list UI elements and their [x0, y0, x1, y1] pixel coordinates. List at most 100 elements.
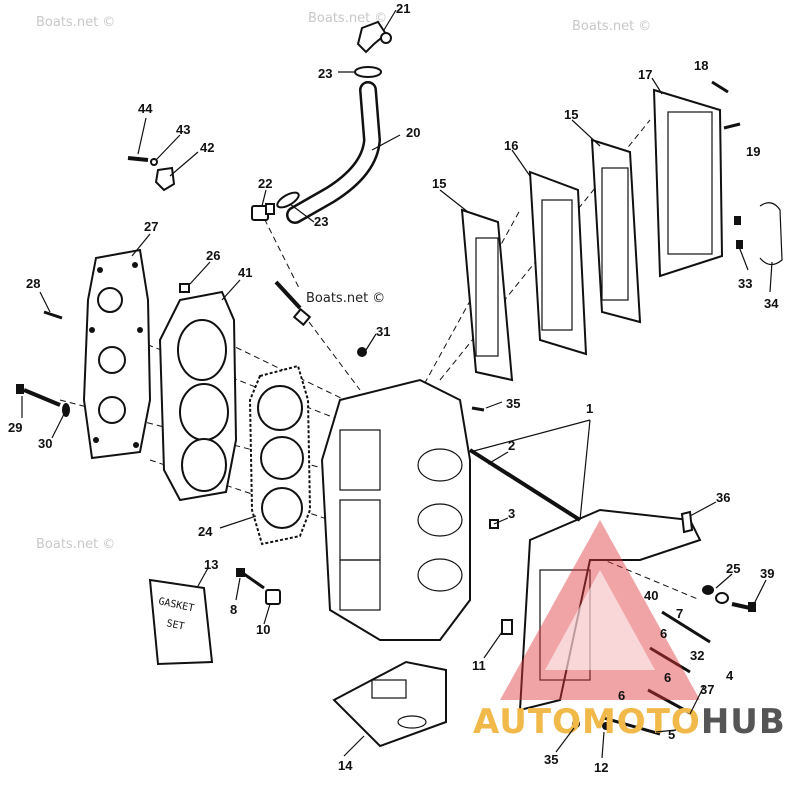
part-clip-33b	[736, 240, 743, 249]
callout-16: 16	[504, 138, 518, 153]
part-washer-25b	[715, 592, 729, 604]
callout-40: 40	[644, 588, 658, 603]
callout-7: 7	[676, 606, 683, 621]
part-bracket-34	[759, 202, 783, 266]
part-reed-spacer-16	[528, 170, 588, 356]
callout-33: 33	[738, 276, 752, 291]
part-reed-plate-15a	[460, 208, 514, 382]
part-screw-18	[711, 80, 729, 94]
part-washer-30	[62, 403, 70, 417]
part-screw-35b	[572, 720, 580, 728]
part-screw-12	[602, 722, 610, 730]
part-screw-19	[723, 122, 741, 130]
part-clip-33a	[734, 216, 741, 225]
callout-34: 34	[764, 296, 779, 311]
part-bottom-plate-14	[332, 660, 447, 748]
part-stud-2	[468, 448, 582, 522]
callout-41: 41	[238, 265, 252, 280]
part-cylinder-block-1	[320, 378, 471, 641]
part-bracket-42	[154, 166, 176, 192]
callout-15-left: 15	[432, 176, 446, 191]
callout-3: 3	[508, 506, 515, 521]
part-sleeve-10	[265, 589, 281, 605]
part-clip-36	[680, 510, 694, 534]
part-cover-plate-27	[82, 248, 152, 460]
callout-15-right: 15	[564, 107, 578, 122]
part-dowel-11	[501, 619, 513, 635]
part-bolt-5	[603, 716, 661, 736]
callout-8: 8	[230, 602, 237, 617]
callout-20: 20	[406, 125, 420, 140]
callout-36: 36	[716, 490, 730, 505]
callout-43: 43	[176, 122, 190, 137]
callout-2: 2	[508, 438, 515, 453]
part-bolt-7	[661, 610, 711, 644]
part-plug-26	[179, 283, 190, 293]
watermark-bottom-left: Boats.net ©	[36, 537, 115, 552]
callout-31: 31	[376, 324, 390, 339]
part-bolt-29	[16, 384, 61, 407]
callout-11: 11	[472, 658, 486, 673]
part-screw-44	[127, 156, 149, 162]
callout-44: 44	[138, 101, 153, 116]
callout-24: 24	[198, 524, 213, 539]
part-bolt-8	[236, 568, 265, 590]
watermark-middle: Boats.net ©	[306, 291, 385, 306]
callout-35-bottom: 35	[544, 752, 558, 767]
callout-19: 19	[746, 144, 760, 159]
part-hose	[288, 83, 379, 222]
callout-5: 5	[668, 727, 675, 742]
callout-27: 27	[144, 219, 158, 234]
part-hose-clamp-top	[354, 66, 382, 78]
callout-labels: 21 23 20 44 43 42 22 23 16 15 17 18 19 1…	[8, 1, 779, 775]
callout-32: 32	[690, 648, 704, 663]
logo-text: AUTOMOTOHUB	[473, 702, 786, 742]
callout-42: 42	[200, 140, 214, 155]
logo-auto: AUTOMOTO	[473, 702, 701, 742]
logo-hub: HUB	[701, 702, 786, 742]
callout-17: 17	[638, 67, 652, 82]
callout-6-lower: 6	[618, 688, 625, 703]
callout-4: 4	[726, 668, 734, 683]
callout-30: 30	[38, 436, 52, 451]
part-washer-43	[150, 158, 158, 166]
part-washer-25a	[702, 585, 714, 595]
callout-23-top: 23	[318, 66, 332, 81]
callout-26: 26	[206, 248, 220, 263]
part-screw-31	[357, 347, 367, 357]
callout-21: 21	[396, 1, 410, 16]
part-screw-35a	[471, 406, 485, 412]
callout-12: 12	[594, 760, 608, 775]
watermark-top-center: Boats.net ©	[308, 11, 387, 26]
leader-lines	[21, 9, 773, 759]
part-bolt-39	[731, 602, 756, 612]
callout-37: 37	[700, 682, 714, 697]
part-elbow-fitting	[356, 20, 392, 54]
part-gasket-set-13: GASKET SET	[148, 578, 214, 666]
part-reed-plate-15b	[590, 138, 642, 324]
part-transfer-cover-17	[652, 88, 724, 278]
callout-1: 1	[586, 401, 593, 416]
automotohub-logo: AUTOMOTOHUB	[473, 520, 786, 742]
callout-29: 29	[8, 420, 22, 435]
callout-18: 18	[694, 58, 708, 73]
callout-23-bottom: 23	[314, 214, 328, 229]
callout-35-top: 35	[506, 396, 520, 411]
part-fitting-22	[251, 203, 275, 221]
callout-6-upper: 6	[660, 626, 667, 641]
callout-13: 13	[204, 557, 218, 572]
callout-22: 22	[258, 176, 272, 191]
callout-28: 28	[26, 276, 40, 291]
watermark-top-right: Boats.net ©	[572, 19, 651, 34]
part-bolt-32	[649, 646, 691, 674]
callout-14: 14	[338, 758, 353, 773]
watermark-top-left: Boats.net ©	[36, 15, 115, 30]
callout-6-middle: 6	[664, 670, 671, 685]
part-bolt-28	[43, 310, 63, 320]
callout-10: 10	[256, 622, 270, 637]
part-head-cover-41	[158, 290, 238, 502]
gasket-set-line2: SET	[165, 618, 185, 633]
part-bolt-37	[647, 688, 693, 716]
